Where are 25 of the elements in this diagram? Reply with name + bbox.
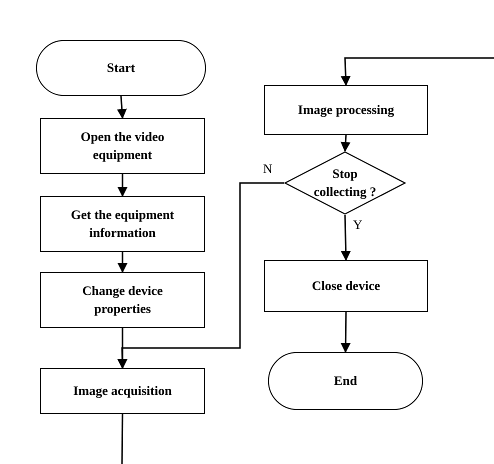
node-text: Stop collecting ? xyxy=(312,165,378,201)
arrow xyxy=(340,214,351,261)
arrow xyxy=(340,312,351,353)
process-box xyxy=(264,85,428,135)
process-box xyxy=(40,196,205,252)
node-text: Image acquisition xyxy=(73,382,172,400)
edge-label: N xyxy=(262,162,274,175)
node-text: End xyxy=(334,372,358,390)
arrow xyxy=(118,174,128,197)
process-box xyxy=(40,368,205,414)
process-box xyxy=(264,260,428,312)
arrow xyxy=(116,96,127,119)
node-text: Image processing xyxy=(298,101,394,119)
arrow xyxy=(340,134,351,152)
node-text: Close device xyxy=(312,277,380,295)
process-box xyxy=(40,118,205,174)
arrow xyxy=(117,182,284,369)
node-text: Start xyxy=(106,59,136,77)
node-text: Change device properties xyxy=(81,282,164,318)
process-box xyxy=(40,272,205,328)
node-text: Open the video equipment xyxy=(80,128,166,164)
arrow xyxy=(118,252,128,273)
arrow xyxy=(340,57,494,86)
node-text: Get the equipment information xyxy=(70,206,176,242)
edge-label: Y xyxy=(352,218,364,231)
